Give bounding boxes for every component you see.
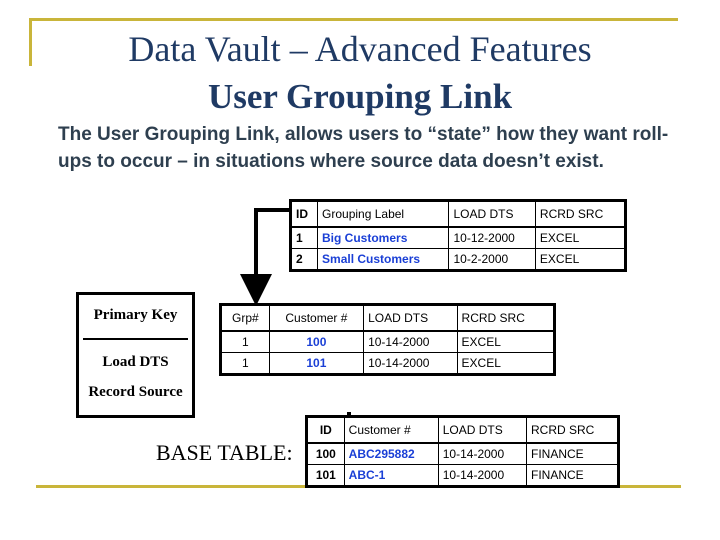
- table-row: 1 Big Customers 10-12-2000 EXCEL: [289, 226, 627, 249]
- base-table-label: BASE TABLE:: [156, 440, 293, 465]
- table-cell: EXCEL: [534, 248, 627, 271]
- table-cell: EXCEL: [456, 330, 556, 353]
- slide-title: Data Vault – Advanced Features: [128, 29, 592, 69]
- table-cell: 10-14-2000: [363, 330, 458, 353]
- slide-description: The User Grouping Link, allows users to …: [58, 124, 669, 172]
- arrow-grouping-to-link: [240, 208, 289, 306]
- table-cell: Big Customers: [317, 226, 450, 249]
- record-source-label: Record Source: [88, 384, 183, 400]
- table-cell: ABC-1: [343, 464, 439, 487]
- table-header-cell: LOAD DTS: [437, 416, 528, 444]
- table-cell: 10-14-2000: [437, 464, 528, 487]
- table-cell: 100: [268, 330, 365, 353]
- table-cell: Small Customers: [317, 248, 450, 271]
- table-cell: 10-12-2000: [448, 226, 536, 249]
- table-cell: 10-2-2000: [448, 248, 536, 271]
- link-table: Grp# Customer # LOAD DTS RCRD SRC 1 100 …: [219, 303, 556, 376]
- load-dts-label: Load DTS: [102, 354, 169, 370]
- table-cell: 10-14-2000: [363, 352, 458, 375]
- table-header-cell: RCRD SRC: [526, 416, 619, 444]
- table-header-cell: Customer #: [268, 304, 365, 332]
- primary-key-label: Primary Key: [93, 307, 178, 323]
- table-header-cell: Grouping Label: [317, 200, 450, 228]
- table-cell: 1: [289, 226, 319, 249]
- table-row: 2 Small Customers 10-2-2000 EXCEL: [289, 248, 627, 271]
- table-cell: EXCEL: [534, 226, 627, 249]
- base-entity-box: Primary Key Load DTS Record Source: [76, 292, 195, 418]
- table-row: 1 101 10-14-2000 EXCEL: [220, 352, 556, 375]
- table-row: 100 ABC295882 10-14-2000 FINANCE: [306, 442, 619, 465]
- table-cell: ABC295882: [343, 442, 439, 465]
- table-cell: 101: [306, 464, 345, 487]
- table-header-row: ID Grouping Label LOAD DTS RCRD SRC: [289, 200, 627, 228]
- table-cell: 10-14-2000: [437, 442, 528, 465]
- table-header-cell: LOAD DTS: [363, 304, 458, 332]
- table-cell: FINANCE: [526, 464, 619, 487]
- frame-left-rule: [29, 18, 32, 66]
- table-header-cell: RCRD SRC: [534, 200, 627, 228]
- table-cell: 1: [220, 352, 270, 375]
- table-header-cell: Customer #: [343, 416, 439, 444]
- slide-subtitle: User Grouping Link: [207, 77, 513, 116]
- table-cell: EXCEL: [456, 352, 556, 375]
- table-cell: 2: [289, 248, 319, 271]
- frame-top-rule: [31, 18, 678, 21]
- table-row: 1 100 10-14-2000 EXCEL: [220, 330, 556, 353]
- table-header-cell: LOAD DTS: [448, 200, 536, 228]
- table-header-cell: ID: [306, 416, 345, 444]
- divider: [83, 338, 188, 340]
- table-header-cell: Grp#: [220, 304, 270, 332]
- table-cell: 100: [306, 442, 345, 465]
- table-cell: 101: [268, 352, 365, 375]
- table-row: 101 ABC-1 10-14-2000 FINANCE: [306, 464, 619, 487]
- table-header-cell: RCRD SRC: [456, 304, 556, 332]
- table-cell: FINANCE: [526, 442, 619, 465]
- table-cell: 1: [220, 330, 270, 353]
- table-header-row: Grp# Customer # LOAD DTS RCRD SRC: [220, 304, 556, 332]
- base-table: ID Customer # LOAD DTS RCRD SRC 100 ABC2…: [305, 415, 620, 488]
- grouping-table: ID Grouping Label LOAD DTS RCRD SRC 1 Bi…: [289, 199, 627, 272]
- table-header-cell: ID: [289, 200, 319, 228]
- table-header-row: ID Customer # LOAD DTS RCRD SRC: [306, 416, 619, 444]
